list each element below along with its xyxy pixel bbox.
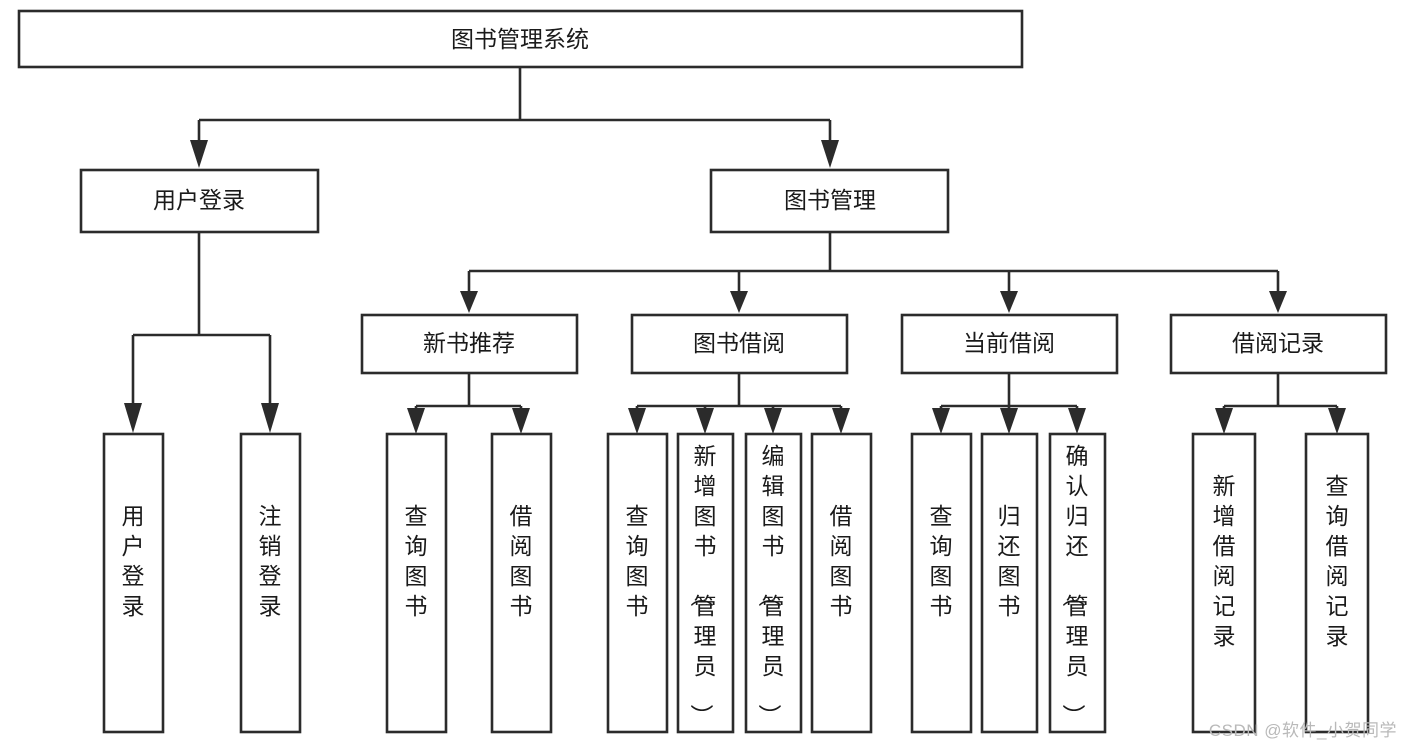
node-leaf-9-box[interactable]	[910, 432, 973, 734]
node-records-label: 借阅记录	[1232, 330, 1324, 356]
node-current-box[interactable]	[900, 313, 1119, 375]
node-leaf-6-box[interactable]	[676, 432, 735, 734]
node-leaf-12[interactable]: 新增借阅记录	[1191, 432, 1257, 734]
node-leaf-4-label: 借阅图书	[510, 503, 533, 619]
node-leaf-13-label: 查询借阅记录	[1326, 473, 1349, 649]
node-leaf-5-box[interactable]	[606, 432, 669, 734]
arrowhead-to-leaf-12	[1215, 408, 1233, 434]
arrowhead-to-leaf-3	[407, 408, 425, 434]
node-leaf-6[interactable]: 新增图书（管理员）	[676, 432, 735, 734]
node-leaf-1[interactable]: 用户登录	[102, 432, 165, 734]
node-borrow-label: 图书借阅	[693, 330, 785, 356]
node-current[interactable]: 当前借阅	[900, 313, 1119, 375]
node-login-box[interactable]	[79, 168, 320, 234]
node-root-label: 图书管理系统	[451, 26, 589, 52]
node-leaf-10[interactable]: 归还图书	[980, 432, 1039, 734]
node-leaf-7[interactable]: 编辑图书（管理员）	[744, 432, 803, 734]
node-leaf-10-label: 归还图书	[998, 503, 1021, 619]
arrowhead-to-leaf-5	[628, 408, 646, 434]
arrowhead-to-leaf-13	[1328, 408, 1346, 434]
arrowhead-to-records	[1269, 291, 1287, 313]
node-leaf-2[interactable]: 注销登录	[239, 432, 302, 734]
node-leaf-4[interactable]: 借阅图书	[490, 432, 553, 734]
arrowhead-to-leaf-7	[764, 408, 782, 434]
node-leaf-7-box[interactable]	[744, 432, 803, 734]
node-leaf-2-box[interactable]	[239, 432, 302, 734]
node-bookmgmt[interactable]: 图书管理	[709, 168, 950, 234]
node-leaf-7-label: 编辑图书（管理员）	[757, 443, 785, 727]
node-newbook[interactable]: 新书推荐	[360, 313, 579, 375]
node-leaf-1-label: 用户登录	[122, 503, 145, 619]
arrowhead-to-leaf-11	[1068, 408, 1086, 434]
node-leaf-9[interactable]: 查询图书	[910, 432, 973, 734]
node-current-label: 当前借阅	[963, 330, 1055, 356]
node-leaf-3[interactable]: 查询图书	[385, 432, 448, 734]
arrowhead-to-bookmgmt	[821, 140, 839, 168]
arrowheads-group	[124, 140, 1346, 434]
arrowhead-to-leaf-1	[124, 403, 142, 433]
arrowhead-to-newbook	[460, 291, 478, 313]
arrowhead-to-leaf-6	[696, 408, 714, 434]
node-leaf-8-box[interactable]	[810, 432, 873, 734]
arrowhead-to-leaf-10	[1000, 408, 1018, 434]
node-newbook-label: 新书推荐	[423, 330, 515, 356]
node-leaf-13[interactable]: 查询借阅记录	[1304, 432, 1370, 734]
leaf-nodes-group: 用户登录 注销登录 查询图书 借阅图书 查询图书 新增图书（管理员）	[102, 432, 1370, 734]
arrowhead-to-login	[190, 140, 208, 168]
arrowhead-to-current	[1000, 291, 1018, 313]
node-leaf-8-label: 借阅图书	[830, 503, 853, 619]
node-bookmgmt-box[interactable]	[709, 168, 950, 234]
node-login-label: 用户登录	[153, 187, 245, 213]
node-leaf-6-label: 新增图书（管理员）	[689, 443, 717, 727]
node-root[interactable]: 图书管理系统	[17, 9, 1024, 69]
node-root-box[interactable]	[17, 9, 1024, 69]
node-leaf-2-label: 注销登录	[259, 503, 282, 619]
node-leaf-11-label: 确认归还（管理员）	[1061, 443, 1089, 727]
node-leaf-11-box[interactable]	[1048, 432, 1107, 734]
node-bookmgmt-label: 图书管理	[784, 187, 876, 213]
node-leaf-8[interactable]: 借阅图书	[810, 432, 873, 734]
node-leaf-9-label: 查询图书	[930, 503, 953, 619]
node-leaf-5[interactable]: 查询图书	[606, 432, 669, 734]
node-leaf-11[interactable]: 确认归还（管理员）	[1048, 432, 1107, 734]
node-leaf-4-box[interactable]	[490, 432, 553, 734]
node-records[interactable]: 借阅记录	[1169, 313, 1388, 375]
arrowhead-to-leaf-9	[932, 408, 950, 434]
node-leaf-3-label: 查询图书	[405, 503, 428, 619]
node-leaf-10-box[interactable]	[980, 432, 1039, 734]
arrowhead-to-leaf-2	[261, 403, 279, 433]
node-leaf-3-box[interactable]	[385, 432, 448, 734]
node-leaf-5-label: 查询图书	[626, 503, 649, 619]
node-leaf-12-box[interactable]	[1191, 432, 1257, 734]
node-leaf-1-box[interactable]	[102, 432, 165, 734]
node-login[interactable]: 用户登录	[79, 168, 320, 234]
node-borrow[interactable]: 图书借阅	[630, 313, 849, 375]
node-leaf-12-label: 新增借阅记录	[1213, 473, 1236, 649]
node-leaf-13-box[interactable]	[1304, 432, 1370, 734]
node-borrow-box[interactable]	[630, 313, 849, 375]
node-newbook-box[interactable]	[360, 313, 579, 375]
arrowhead-to-leaf-4	[512, 408, 530, 434]
node-records-box[interactable]	[1169, 313, 1388, 375]
arrowhead-to-leaf-8	[832, 408, 850, 434]
arrowhead-to-borrow	[730, 291, 748, 313]
